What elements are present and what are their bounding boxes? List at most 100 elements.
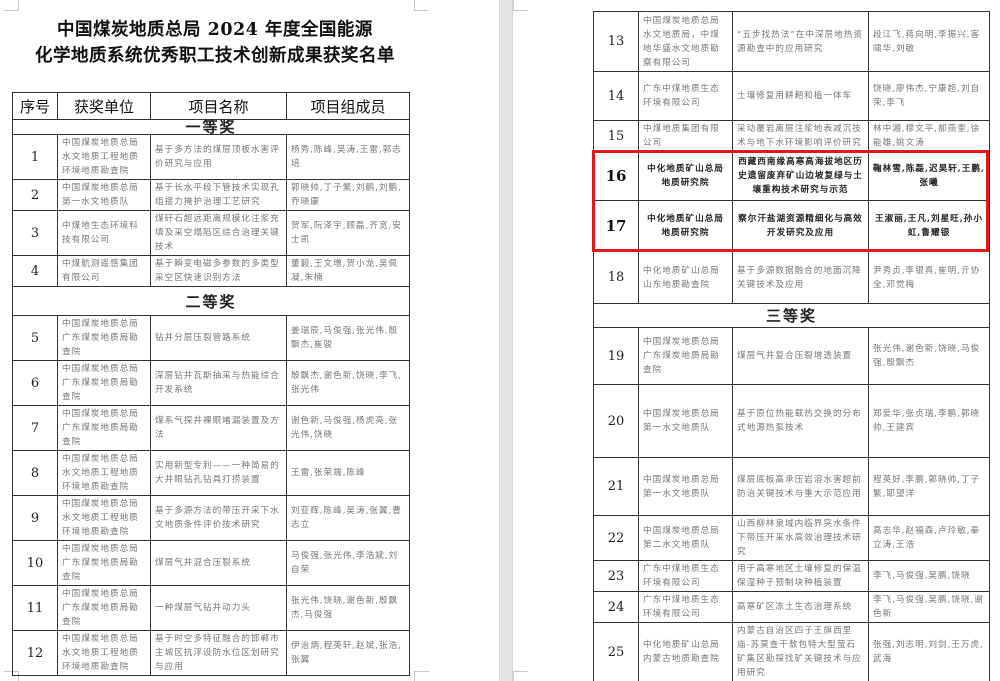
column-header-project: 项目名称	[150, 92, 287, 120]
project-members: 郭晓帅,丁子繁,刘鹏,刘鹏,乔晓康	[286, 179, 410, 211]
project-members: 董毅,王文增,贺小龙,吴佩凝,朱楠	[286, 255, 410, 287]
award-unit: 中国煤炭地质总局广东煤炭地质局勘查院	[57, 585, 151, 631]
section-label-third-prize: 三等奖	[593, 303, 990, 328]
table-row: 13 中国煤炭地质总局水文地质局，中煤地华盛水文地质勘察有限公司 “五步找热法”…	[593, 11, 990, 72]
table-row: 24 广东中煤地质生态环境有限公司 高寒矿区冻土生态治理系统 李飞,马俊强,吴鹏…	[593, 591, 990, 623]
award-unit: 中国煤炭地质总局水文地质局，中煤地华盛水文地质勘察有限公司	[638, 11, 733, 72]
award-unit: 广东中煤地质生态环境有限公司	[638, 560, 733, 592]
award-unit: 广东中煤地质生态环境有限公司	[638, 591, 733, 623]
table-row: 19 中国煤炭地质总局广东煤炭地质局勘查院 煤层气井复合压裂增透装置 张光伟,谢…	[593, 327, 990, 385]
project-name: 基于原位热能载热交换的分布式地源热泵技术	[732, 384, 869, 458]
project-members: 张光伟,谢色新,饶晓,马俊强,殷飘杰	[868, 327, 990, 385]
table-row-highlighted: 16 中化地质矿山总局地质研究院 西藏西南缘高寒高海拔地区历史遗留废弃矿山边坡复…	[593, 151, 990, 201]
project-name: 基于长水平段下管技术实现孔组接力掩护治理工艺研究	[150, 179, 287, 211]
project-members: 林中湘,穆文平,郝燕奎,徐能雄,姚文涛	[868, 120, 990, 152]
project-members: 张强,刘志明,刘剑,王万虎,武海	[868, 622, 990, 681]
row-number: 9	[12, 495, 58, 541]
row-number: 16	[593, 151, 639, 201]
project-members: 谢色新,马俊强,杨虎亮,张光伟,饶晓	[286, 405, 410, 451]
project-name: 实用新型专利——一种简易的大井眼钻孔钻具打捞装置	[150, 450, 287, 496]
page-corner-mark	[4, 671, 19, 681]
project-name: 基于多源方法的带压开采下水文地质条件评价技术研究	[150, 495, 287, 541]
table-row: 22 中国煤炭地质总局第二水文地质队 山西柳林泉域内临界突水条件下带压开采水高效…	[593, 515, 990, 561]
page-corner-mark	[513, 0, 528, 11]
project-name: 钻井分层压裂管路系统	[150, 315, 287, 361]
project-name: 山西柳林泉域内临界突水条件下带压开采水高效治理技术研究	[732, 515, 869, 561]
award-unit: 中煤航测遥感集团有限公司	[57, 255, 151, 287]
award-unit: 中国煤炭地质总局水文地质工程地质环境地质勘查院	[57, 450, 151, 496]
row-number: 17	[593, 200, 639, 252]
project-name: 基于多源数据融合的地面沉降关键技术及应用	[732, 251, 869, 304]
award-unit: 中煤地质集团有限公司	[638, 120, 733, 152]
page-corner-mark	[4, 0, 19, 11]
project-members: 尹秀贞,李银真,崔明,亓协全,邓觉梅	[868, 251, 990, 304]
project-members: 郑爱华,张贞瑞,李鹏,郭晓帅,王建宾	[868, 384, 990, 458]
row-number: 19	[593, 327, 639, 385]
table-row-highlighted: 17 中化地质矿山总局地质研究院 察尔汗盐湖资源精细化与高效开发研究及应用 王淑…	[593, 200, 990, 252]
project-name: 土壤修复用耕耙和植一体车	[732, 71, 869, 121]
award-unit: 中化地质矿山总局内蒙古地质勘查院	[638, 622, 733, 681]
row-number: 21	[593, 457, 639, 516]
award-unit: 中国煤炭地质总局广东煤炭地质局勘查院	[57, 540, 151, 586]
column-header-unit: 获奖单位	[57, 92, 151, 120]
award-unit: 中化地质矿山总局地质研究院	[638, 200, 733, 252]
page-corner-mark	[414, 671, 429, 681]
project-name: 采动覆岩离层注浆地表减沉技术与地下水环境影响评价研究	[732, 120, 869, 152]
project-members: 李飞,马俊强,吴鹏,饶晓,谢色新	[868, 591, 990, 623]
project-members: 伊治炳,程英轩,赵斌,张浩,张翼	[286, 630, 410, 676]
table-row: 1 中国煤炭地质总局水文地质工程地质环境地质勘查院 基于多方法的煤层顶板水害评价…	[12, 134, 410, 180]
project-name: 煤层气井复合压裂增透装置	[732, 327, 869, 385]
row-number: 14	[593, 71, 639, 121]
table-row: 23 广东中煤地质生态环境有限公司 用于高寒地区土壤修复的保温保湿种子预制块种植…	[593, 560, 990, 592]
award-unit: 中国煤炭地质总局第二水文地质队	[638, 515, 733, 561]
project-members: 王淑丽,王凡,刘星旺,孙小虹,鲁耀银	[868, 200, 990, 252]
column-header-members: 项目组成员	[286, 92, 410, 120]
award-unit: 中化地质矿山总局山东地质勘查院	[638, 251, 733, 304]
award-unit: 中国煤炭地质总局水文地质工程地质环境地质勘查院	[57, 495, 151, 541]
project-name: “五步找热法”在中深层地热资源勘查中的应用研究	[732, 11, 869, 72]
row-number: 13	[593, 11, 639, 72]
project-name: 深层钻井瓦斯抽采与热能综合开发系统	[150, 360, 287, 406]
row-number: 23	[593, 560, 639, 592]
table-row: 12 中国煤炭地质总局水文地质工程地质环境地质勘查院 基于时空多特征融合的邯郸市…	[12, 630, 410, 676]
award-unit: 中国煤炭地质总局第一水文地质队	[57, 179, 151, 211]
project-name: 内蒙古自治区四子王旗西里庙-苏莫查干敖包特大型萤石矿集区勘探找矿关键技术与应用研…	[732, 622, 869, 681]
row-number: 18	[593, 251, 639, 304]
row-number: 6	[12, 360, 58, 406]
project-name: 高寒矿区冻土生态治理系统	[732, 591, 869, 623]
table-row: 18 中化地质矿山总局山东地质勘查院 基于多源数据融合的地面沉降关键技术及应用 …	[593, 251, 990, 304]
project-name: 煤层底板高承压岩溶水害超前防治关键技术与重大示范应用	[732, 457, 869, 516]
project-name: 用于高寒地区土壤修复的保温保湿种子预制块种植装置	[732, 560, 869, 592]
page-corner-mark	[414, 0, 429, 11]
table-row: 14 广东中煤地质生态环境有限公司 土壤修复用耕耙和植一体车 饶晓,廖伟杰,宁康…	[593, 71, 990, 121]
project-members: 杨秀,陈峰,吴涛,王雷,郭志培	[286, 134, 410, 180]
project-name: 基于多方法的煤层顶板水害评价研究与应用	[150, 134, 287, 180]
project-name: 察尔汗盐湖资源精细化与高效开发研究及应用	[732, 200, 869, 252]
table-row: 7 中国煤炭地质总局广东煤炭地质局勘查院 煤系气探井裸眼堵漏装置及方法 谢色新,…	[12, 405, 410, 451]
table-header-row: 序号 获奖单位 项目名称 项目组成员	[12, 92, 410, 120]
project-name: 煤层气井混合压裂系统	[150, 540, 287, 586]
document-page-right: 13 中国煤炭地质总局水文地质局，中煤地华盛水文地质勘察有限公司 “五步找热法”…	[513, 0, 1000, 681]
section-row-third-prize: 三等奖	[593, 303, 990, 328]
document-title-line2: 化学地质系统优秀职工技术创新成果获奖名单	[35, 46, 395, 66]
table-row: 25 中化地质矿山总局内蒙古地质勘查院 内蒙古自治区四子王旗西里庙-苏莫查干敖包…	[593, 622, 990, 681]
award-unit: 中国煤炭地质总局水文地质工程地质环境地质勘查院	[57, 630, 151, 676]
column-header-index: 序号	[12, 92, 58, 120]
award-unit: 中国煤炭地质总局第一水文地质队	[638, 457, 733, 516]
project-members: 贺军,阮泽宇,顾磊,齐宽,安士凯	[286, 210, 410, 256]
award-unit: 中国煤炭地质总局第一水文地质队	[638, 384, 733, 458]
section-label-second-prize: 二等奖	[12, 286, 410, 316]
award-unit: 中国煤炭地质总局广东煤炭地质局勘查院	[638, 327, 733, 385]
document-title-line1: 中国煤炭地质总局 2024 年度全国能源	[57, 20, 373, 40]
table-row: 11 中国煤炭地质总局广东煤炭地质局勘查院 一种煤层气钻井动力头 张光伟,饶晓,…	[12, 585, 410, 631]
page-corner-mark	[513, 671, 528, 681]
table-row: 20 中国煤炭地质总局第一水文地质队 基于原位热能载热交换的分布式地源热泵技术 …	[593, 384, 990, 458]
project-members: 段江飞,蒋向明,李振兴,客啸华,刘敏	[868, 11, 990, 72]
awards-table-page1: 序号 获奖单位 项目名称 项目组成员 一等奖 1 中国煤炭地质总局水文地质工程地…	[12, 92, 410, 676]
row-number: 22	[593, 515, 639, 561]
table-row: 5 中国煤炭地质总局广东煤炭地质局勘查院 钻井分层压裂管路系统 姜瑞辰,马俊强,…	[12, 315, 410, 361]
row-number: 10	[12, 540, 58, 586]
project-members: 姜瑞辰,马俊强,张光伟,殷飘杰,崔骏	[286, 315, 410, 361]
project-members: 殷飘杰,谢色新,饶晓,李飞,张光伟	[286, 360, 410, 406]
table-row: 8 中国煤炭地质总局水文地质工程地质环境地质勘查院 实用新型专利——一种简易的大…	[12, 450, 410, 496]
